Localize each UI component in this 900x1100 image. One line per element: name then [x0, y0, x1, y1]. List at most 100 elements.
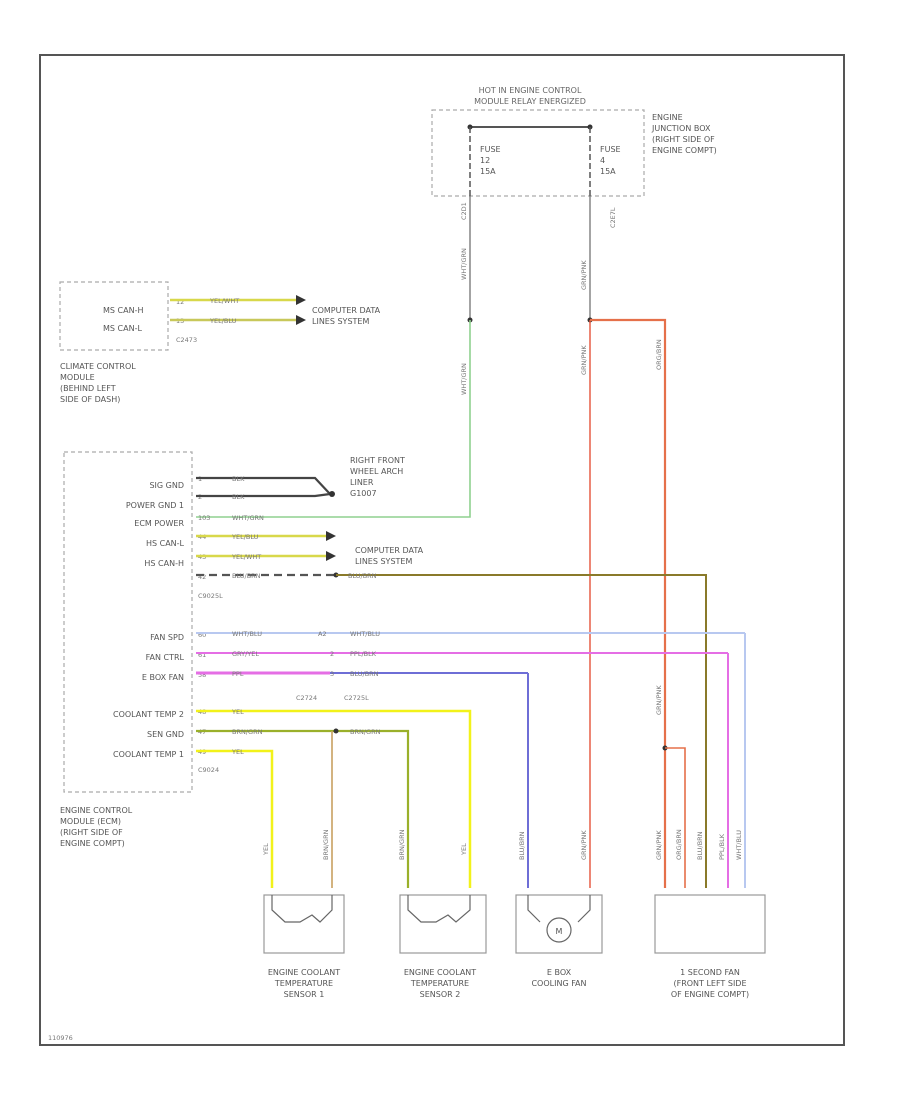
- wire-label-fan: WHT/BLU: [735, 830, 743, 860]
- ecm-label-line: ENGINE CONTROL: [60, 806, 133, 815]
- wire-label-left-vertical: WHT/GRN: [460, 363, 468, 395]
- ecm-pin-number: 103: [198, 514, 210, 522]
- junction-header-line2: MODULE RELAY ENERGIZED: [474, 97, 586, 106]
- climate-dest-line: LINES SYSTEM: [312, 317, 369, 326]
- ecm-pin-number: 58: [198, 671, 206, 679]
- wire-label-ecm: BRN/GRN: [232, 728, 263, 736]
- fuse-left-name: FUSE: [480, 145, 501, 154]
- wire-sig-gnd-2: [196, 492, 331, 498]
- inline-wire: PPL/BLK: [350, 650, 377, 658]
- frame-id: 110976: [48, 1034, 73, 1042]
- inline-connector-b: C2725L: [344, 694, 369, 702]
- wire-orange-fan: [590, 318, 667, 888]
- diagram-frame: [39, 54, 845, 1046]
- wire-label-climate-can-l: YEL/BLU: [209, 317, 237, 325]
- ecm-connector-lower: C9024: [198, 766, 219, 774]
- wire-label-sensor1-b: BRN/GRN: [322, 829, 330, 860]
- sensor1-body: [263, 894, 345, 954]
- climate-label-line: MODULE: [60, 373, 95, 382]
- ecm-pin-label: FAN CTRL: [146, 653, 185, 662]
- sensor1-label: TEMPERATURE: [274, 979, 333, 988]
- wire-label-fan: BLU/BRN: [696, 831, 704, 860]
- inline-pin: A2: [318, 630, 327, 638]
- junction-conn-left: C2D1: [460, 202, 468, 220]
- wire-label-fan: GRN/PNK: [655, 830, 663, 860]
- junction-label-line: JUNCTION BOX: [651, 124, 711, 133]
- main-fan-label: (FRONT LEFT SIDE: [673, 979, 746, 988]
- sensor2-label: TEMPERATURE: [410, 979, 469, 988]
- ecm-pin-label: COOLANT TEMP 1: [113, 750, 184, 759]
- wire-label-ecm: YEL/WHT: [231, 553, 261, 561]
- wire-can-h-to-fan: [336, 574, 707, 888]
- inline-connector-a: C2724: [296, 694, 317, 702]
- ground-label-line: WHEEL ARCH: [350, 467, 403, 476]
- wire-label-sensor1-a: YEL: [262, 843, 270, 856]
- sensor2-label: ENGINE COOLANT: [404, 968, 476, 977]
- coolant-temp-sensor-1: ENGINE COOLANT TEMPERATURE SENSOR 1: [263, 894, 345, 999]
- ecm-label-line: (RIGHT SIDE OF: [60, 828, 123, 837]
- sensor1-label: SENSOR 1: [284, 990, 325, 999]
- ground-point-icon: [329, 491, 335, 497]
- climate-module-outline: [59, 281, 169, 351]
- wire-sen-gnd: [196, 729, 410, 888]
- engine-junction-box: HOT IN ENGINE CONTROL MODULE RELAY ENERG…: [431, 86, 717, 228]
- wire-label-ebox-b: GRN/PNK: [580, 830, 588, 860]
- junction-label-line: ENGINE COMPT): [652, 146, 717, 155]
- junction-conn-right: C2E7L: [609, 207, 617, 228]
- wire-label-ecm: BLK: [232, 475, 245, 483]
- ecm-pin-label: HS CAN-L: [146, 539, 185, 548]
- climate-pin-can-l: MS CAN-L: [103, 324, 142, 333]
- ebox-fan-label: COOLING FAN: [531, 979, 586, 988]
- wire-label-ecm: GRY/YEL: [232, 650, 259, 658]
- climate-control-module: MS CAN-H MS CAN-L 12 13 YEL/WHT YEL/BLU …: [59, 281, 381, 404]
- wire-coolant-temp-1: [196, 749, 274, 888]
- main-fan-body: [654, 894, 766, 954]
- fuse-right-name: FUSE: [600, 145, 621, 154]
- ground-label-line: RIGHT FRONT: [350, 456, 405, 465]
- wire-label-right-outer: ORG/BRN: [655, 339, 663, 370]
- inline-wire: BLU/BRN: [350, 670, 379, 678]
- cooling-fan-main: 1 SECOND FAN (FRONT LEFT SIDE OF ENGINE …: [654, 894, 766, 999]
- ecm-pin-label: HS CAN-H: [144, 559, 184, 568]
- splice-dot: [333, 728, 339, 734]
- wire-label-ecm: YEL: [231, 708, 244, 716]
- climate-label-line: SIDE OF DASH): [60, 395, 120, 404]
- ecm-pin-label: E BOX FAN: [142, 673, 184, 682]
- sensor2-label: SENSOR 2: [420, 990, 461, 999]
- ecm-pin-label: SEN GND: [147, 730, 184, 739]
- wire-label-climate-can-h: YEL/WHT: [209, 297, 239, 305]
- fuse-left-rating: 15A: [480, 167, 496, 176]
- arrow-icon: [296, 295, 306, 305]
- coolant-temp-sensor-2: ENGINE COOLANT TEMPERATURE SENSOR 2: [399, 894, 487, 999]
- wire-label-fan-upper: GRN/PNK: [655, 685, 663, 715]
- wire-label-can-h: BLU/BRN: [348, 572, 377, 580]
- ecm-pin-label: POWER GND 1: [126, 501, 184, 510]
- fuse-left-number: 12: [480, 156, 490, 165]
- climate-dest-line: COMPUTER DATA: [312, 306, 381, 315]
- wire-label-fan: PPL/BLK: [718, 833, 726, 860]
- wire-label-sensor2-a: BRN/GRN: [398, 829, 406, 860]
- ecm-label-line: ENGINE COMPT): [60, 839, 125, 848]
- wire-label-sensor2-b: YEL: [460, 843, 468, 856]
- sensor2-body: [399, 894, 487, 954]
- motor-icon: [546, 917, 572, 943]
- wire-sig-gnd: [196, 476, 331, 495]
- wire-label-ecm: YEL/BLU: [231, 533, 259, 541]
- ecm-connector-upper: C9025L: [198, 592, 223, 600]
- climate-pin-number: 12: [176, 298, 184, 306]
- ecm-data-line: COMPUTER DATA: [355, 546, 424, 555]
- engine-control-module: SIG GND POWER GND 1 ECM POWER HS CAN-L H…: [60, 451, 193, 848]
- ecm-label-line: MODULE (ECM): [60, 817, 121, 826]
- motor-symbol: M: [556, 927, 563, 936]
- climate-pin-can-h: MS CAN-H: [103, 306, 143, 315]
- junction-box-outline: [431, 109, 645, 197]
- wire-label-ecm: YEL: [231, 748, 244, 756]
- junction-label-line: (RIGHT SIDE OF: [652, 135, 715, 144]
- climate-label-line: (BEHIND LEFT: [60, 384, 116, 393]
- junction-header-line1: HOT IN ENGINE CONTROL: [479, 86, 582, 95]
- ground-label-line: G1007: [350, 489, 377, 498]
- climate-label-line: CLIMATE CONTROL: [60, 362, 136, 371]
- sensor1-label: ENGINE COOLANT: [268, 968, 340, 977]
- thermistor-icon: [407, 895, 471, 923]
